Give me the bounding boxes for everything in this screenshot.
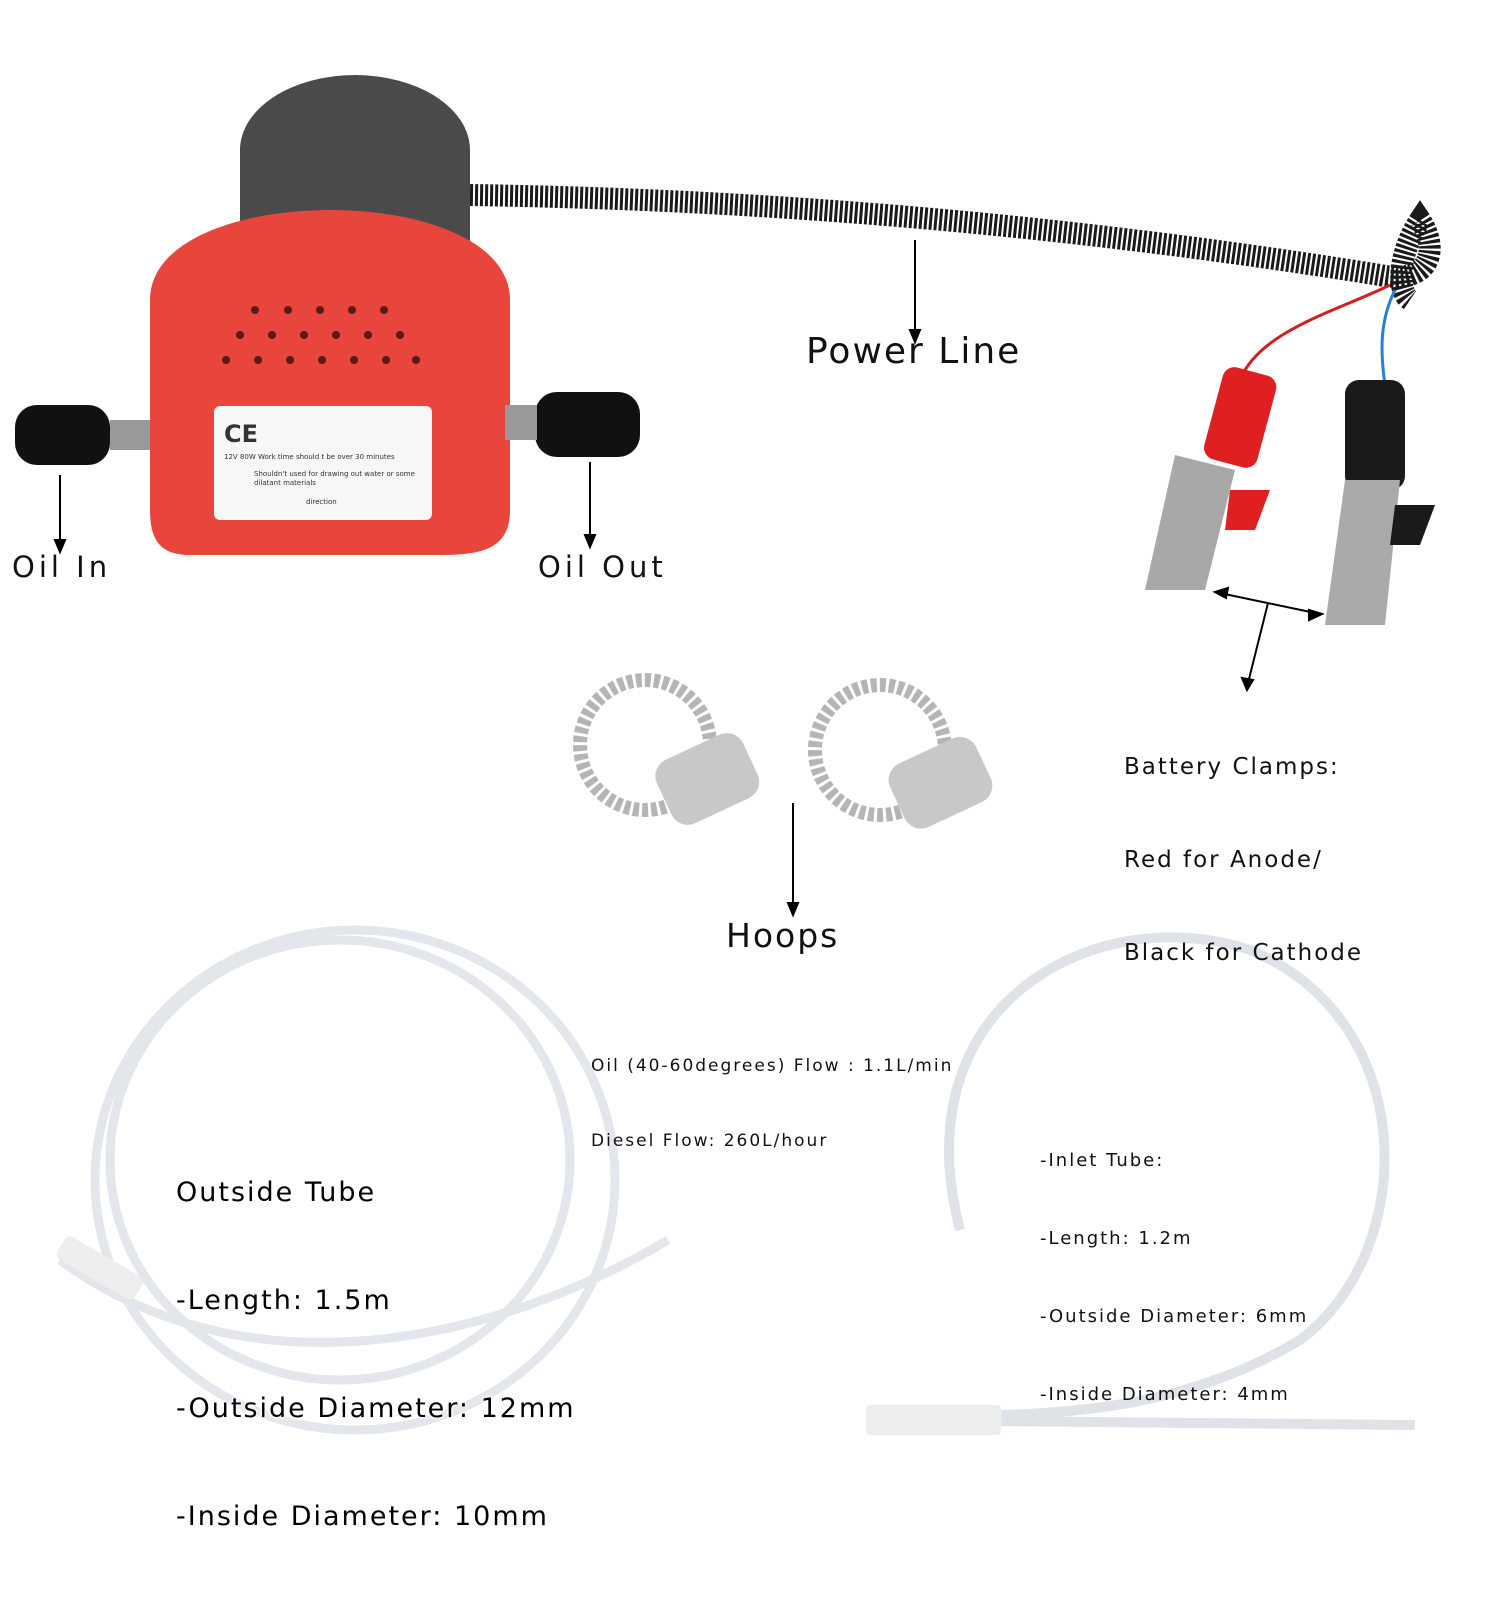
inlet-tube-line: -Length: 1.2m	[1040, 1228, 1193, 1249]
outside-tube	[57, 925, 671, 1435]
battery-clamps-line: Red for Anode/	[1124, 847, 1323, 873]
flow-line: Oil (40-60degrees) Flow : 1.1L/min	[591, 1056, 954, 1076]
ce-mark: CE	[224, 420, 259, 448]
outside-tube-line: -Inside Diameter: 10mm	[176, 1501, 549, 1532]
inlet-tube-line: -Inlet Tube:	[1040, 1150, 1165, 1171]
red-battery-clamp	[1145, 367, 1277, 590]
pump-warning: Shouldn't used for drawing out water or …	[254, 470, 415, 487]
inlet-tube-line: -Outside Diameter: 6mm	[1040, 1306, 1309, 1327]
tube-connector	[56, 1236, 144, 1300]
outside-tube-line: Outside Tube	[176, 1177, 377, 1208]
battery-clamps-label: Battery Clamps: Red for Anode/ Black for…	[1124, 690, 1363, 1031]
red-wire	[1238, 283, 1391, 381]
blue-wire	[1380, 289, 1397, 386]
pump-spec: 12V 80W Work time should t be over 30 mi…	[224, 453, 395, 461]
oil-in-label: Oil In	[12, 550, 112, 584]
inlet-tube	[879, 932, 1416, 1430]
power-line-label: Power Line	[806, 331, 1022, 372]
flow-spec: Oil (40-60degrees) Flow : 1.1L/min Diese…	[591, 1004, 953, 1204]
pump-label: CE 12V 80W Work time should t be over 30…	[214, 406, 432, 520]
outside-tube-spec: Outside Tube -Length: 1.5m -Outside Diam…	[176, 1103, 576, 1607]
inlet-tube-line: -Inside Diameter: 4mm	[1040, 1384, 1290, 1405]
battery-clamps-line: Battery Clamps:	[1124, 754, 1340, 780]
hose-clamp	[573, 673, 952, 822]
inlet-tube-spec: -Inlet Tube: -Length: 1.2m -Outside Diam…	[1040, 1096, 1308, 1460]
outside-tube-line: -Outside Diameter: 12mm	[176, 1393, 576, 1424]
hoops-label: Hoops	[726, 916, 840, 955]
oil-out-label: Oil Out	[538, 550, 667, 584]
outside-tube-line: -Length: 1.5m	[176, 1285, 392, 1316]
black-battery-clamp	[1325, 380, 1435, 625]
flow-line: Diesel Flow: 260L/hour	[591, 1131, 829, 1151]
pump-direction: direction	[306, 498, 337, 506]
power-cable	[469, 184, 1441, 310]
battery-clamps-line: Black for Cathode	[1124, 940, 1364, 966]
pointer-arrows	[53, 240, 1325, 918]
inlet-tube-connector	[866, 1405, 1001, 1435]
hose-clamp-screws	[655, 733, 993, 829]
product-image: CE 12V 80W Work time should t be over 30…	[12, 75, 1441, 1532]
